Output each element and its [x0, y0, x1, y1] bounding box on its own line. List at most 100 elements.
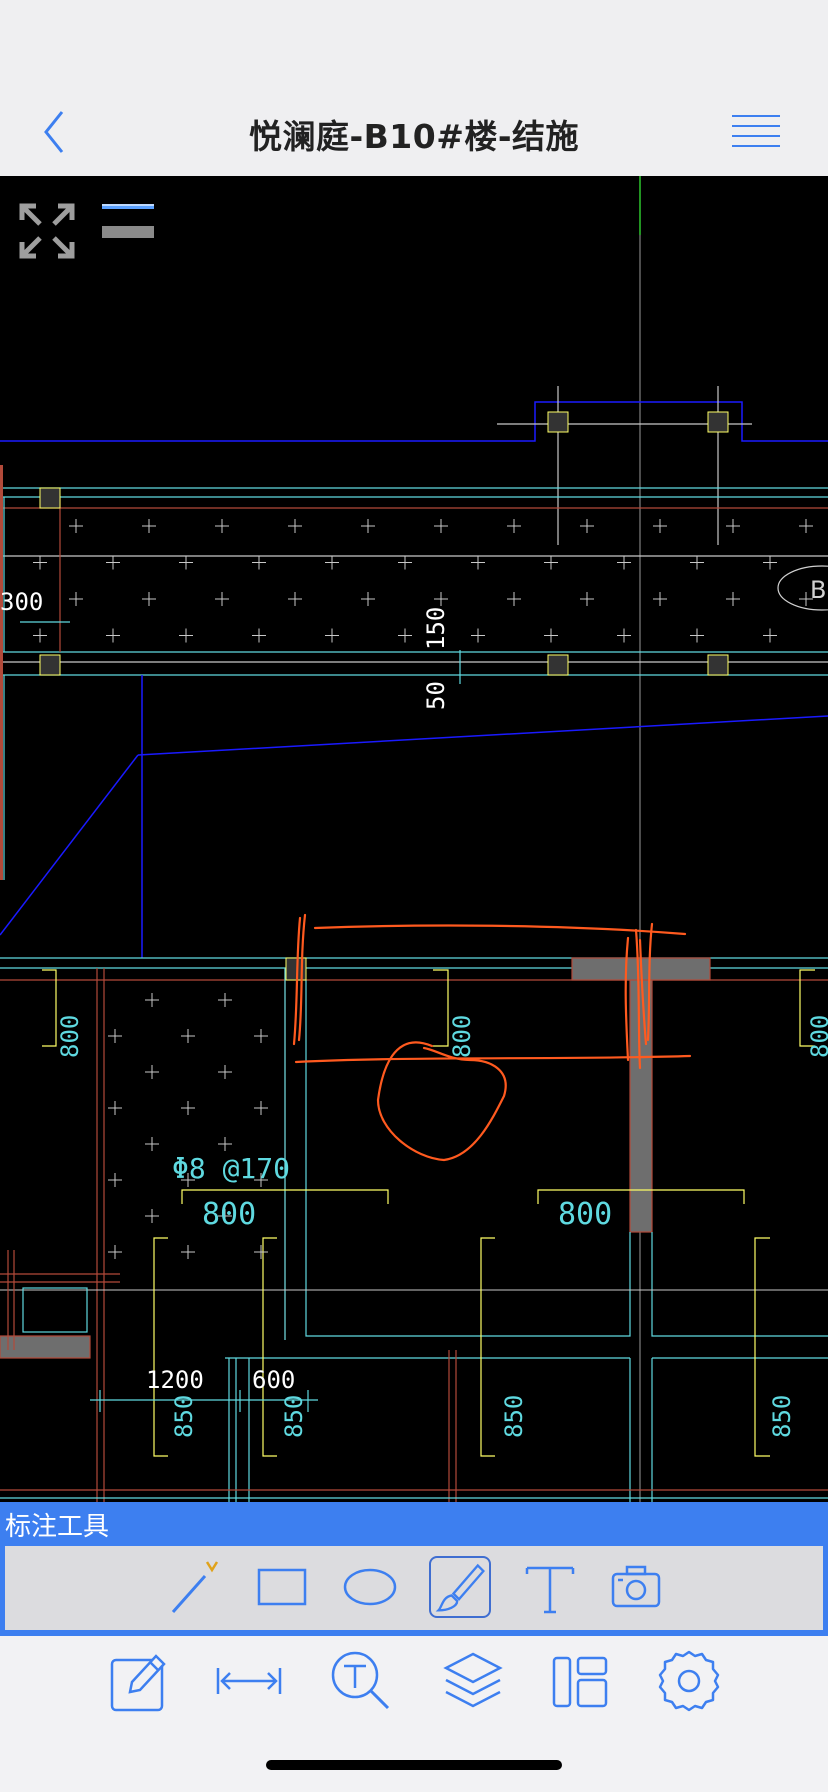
layout-button[interactable]	[546, 1646, 616, 1716]
hatch-plus-mark	[690, 555, 704, 570]
hatch-plus-mark	[580, 519, 594, 533]
text-search-icon	[331, 1651, 390, 1710]
hatch-plus-mark	[799, 519, 813, 533]
dim-50: 50	[422, 681, 450, 710]
annotation-toolbar: 标注工具	[0, 1502, 828, 1636]
hatch-plus-mark	[690, 628, 704, 643]
hatch-plus-mark	[254, 1101, 268, 1115]
dim-850-a: 850	[170, 1395, 198, 1438]
hatch-plus-mark	[179, 555, 193, 570]
hatch-plus-mark	[653, 592, 667, 606]
hatch-plus-mark	[106, 628, 120, 643]
line-tool-button[interactable]	[165, 1556, 227, 1618]
edit-button[interactable]	[104, 1646, 174, 1716]
hatch-plus-mark	[33, 628, 47, 643]
hatch-plus-mark	[617, 628, 631, 643]
hatch-plus-mark	[361, 592, 375, 606]
hatch-plus-mark	[69, 592, 83, 606]
rectangle-icon	[257, 1568, 307, 1606]
hatch-plus-mark	[181, 1245, 195, 1259]
cad-drawing: 150 50 300 800 800 800 800 800 Φ8 @170 1…	[0, 176, 828, 1502]
expand-arrows-icon	[19, 203, 75, 259]
hatch-plus-mark	[799, 592, 813, 606]
hatch-plus-mark	[252, 555, 266, 570]
hatch-plus-mark	[145, 1065, 159, 1079]
hatch-plus-mark	[580, 592, 594, 606]
menu-button[interactable]	[726, 110, 786, 154]
text-search-button[interactable]	[326, 1646, 396, 1716]
dim-800-horiz-left: 800	[202, 1197, 256, 1232]
hatch-plus-mark	[145, 1209, 159, 1223]
hatch-plus-mark	[544, 555, 558, 570]
hatch-plus-mark	[145, 993, 159, 1007]
layers-icon	[443, 1652, 503, 1708]
page-title: 悦澜庭-B10#楼-结施	[248, 117, 580, 156]
hatch-plus-mark	[181, 1029, 195, 1043]
camera-icon	[611, 1565, 661, 1608]
layers-button[interactable]	[438, 1646, 508, 1716]
hatch-plus-mark	[108, 1101, 122, 1115]
hatch-plus-mark	[471, 555, 485, 570]
chevron-left-icon	[44, 111, 64, 153]
hatch-plus-mark	[215, 519, 229, 533]
rebar-spec: Φ8 @170	[172, 1152, 290, 1185]
hatch-plus-mark	[252, 628, 266, 643]
annotation-tools-panel	[5, 1546, 823, 1630]
rectangle-tool-button[interactable]	[251, 1556, 313, 1618]
hatch-plus-mark	[288, 592, 302, 606]
dim-1200: 1200	[146, 1366, 204, 1394]
hatch-plus-mark	[254, 1245, 268, 1259]
fullscreen-button[interactable]	[14, 198, 80, 264]
hatch-plus-mark	[181, 1101, 195, 1115]
line-weight-toggle[interactable]	[100, 200, 156, 240]
measure-button[interactable]	[214, 1646, 284, 1716]
hatch-plus-mark	[726, 519, 740, 533]
hatch-plus-mark	[215, 592, 229, 606]
line-weight-icon	[102, 204, 154, 238]
ellipse-icon	[343, 1568, 397, 1606]
hatch-plus-mark	[361, 519, 375, 533]
dim-850-c: 850	[500, 1395, 528, 1438]
hatch-plus-mark	[471, 628, 485, 643]
hatch-plus-mark	[142, 592, 156, 606]
hatch-plus-mark	[398, 628, 412, 643]
brush-tool-button[interactable]	[429, 1556, 491, 1618]
dim-800-horiz-right: 800	[558, 1197, 612, 1232]
hatch-plus-mark	[69, 519, 83, 533]
brush-icon	[435, 1563, 485, 1612]
layout-icon	[552, 1656, 608, 1708]
hatch-plus-mark	[218, 1137, 232, 1151]
line-v-icon	[171, 1561, 219, 1613]
text-tool-button[interactable]	[519, 1556, 581, 1618]
hatch-plus-mark	[142, 519, 156, 533]
measure-icon	[216, 1668, 282, 1694]
gear-icon	[658, 1650, 720, 1712]
grid-bubble-label: B	[810, 576, 826, 604]
hatch-plus-mark	[218, 1209, 232, 1223]
drawing-canvas[interactable]: 150 50 300 800 800 800 800 800 Φ8 @170 1…	[0, 176, 828, 1502]
hatch-plus-mark	[33, 555, 47, 570]
hatch-plus-mark	[254, 1173, 268, 1187]
hatch-plus-mark	[108, 1173, 122, 1187]
hatch-plus-mark	[726, 592, 740, 606]
hatch-plus-mark	[617, 555, 631, 570]
hatch-plus-mark	[507, 592, 521, 606]
camera-tool-button[interactable]	[605, 1556, 667, 1618]
dim-850-b: 850	[280, 1395, 308, 1438]
dim-150: 150	[422, 607, 450, 650]
dim-800-left: 800	[56, 1015, 84, 1058]
hatch-plus-mark	[325, 555, 339, 570]
hatch-plus-mark	[106, 555, 120, 570]
hatch-plus-mark	[325, 628, 339, 643]
hatch-plus-mark	[763, 628, 777, 643]
annotation-toolbar-label: 标注工具	[5, 1512, 110, 1542]
text-t-icon	[525, 1566, 575, 1614]
hatch-plus-mark	[288, 519, 302, 533]
hatch-plus-mark	[763, 555, 777, 570]
dim-800-mid: 800	[448, 1015, 476, 1058]
ellipse-tool-button[interactable]	[339, 1556, 401, 1618]
navigation-bar: 悦澜庭-B10#楼-结施	[0, 0, 828, 176]
hatch-plus-mark	[218, 993, 232, 1007]
back-button[interactable]	[28, 104, 88, 160]
settings-button[interactable]	[654, 1646, 724, 1716]
